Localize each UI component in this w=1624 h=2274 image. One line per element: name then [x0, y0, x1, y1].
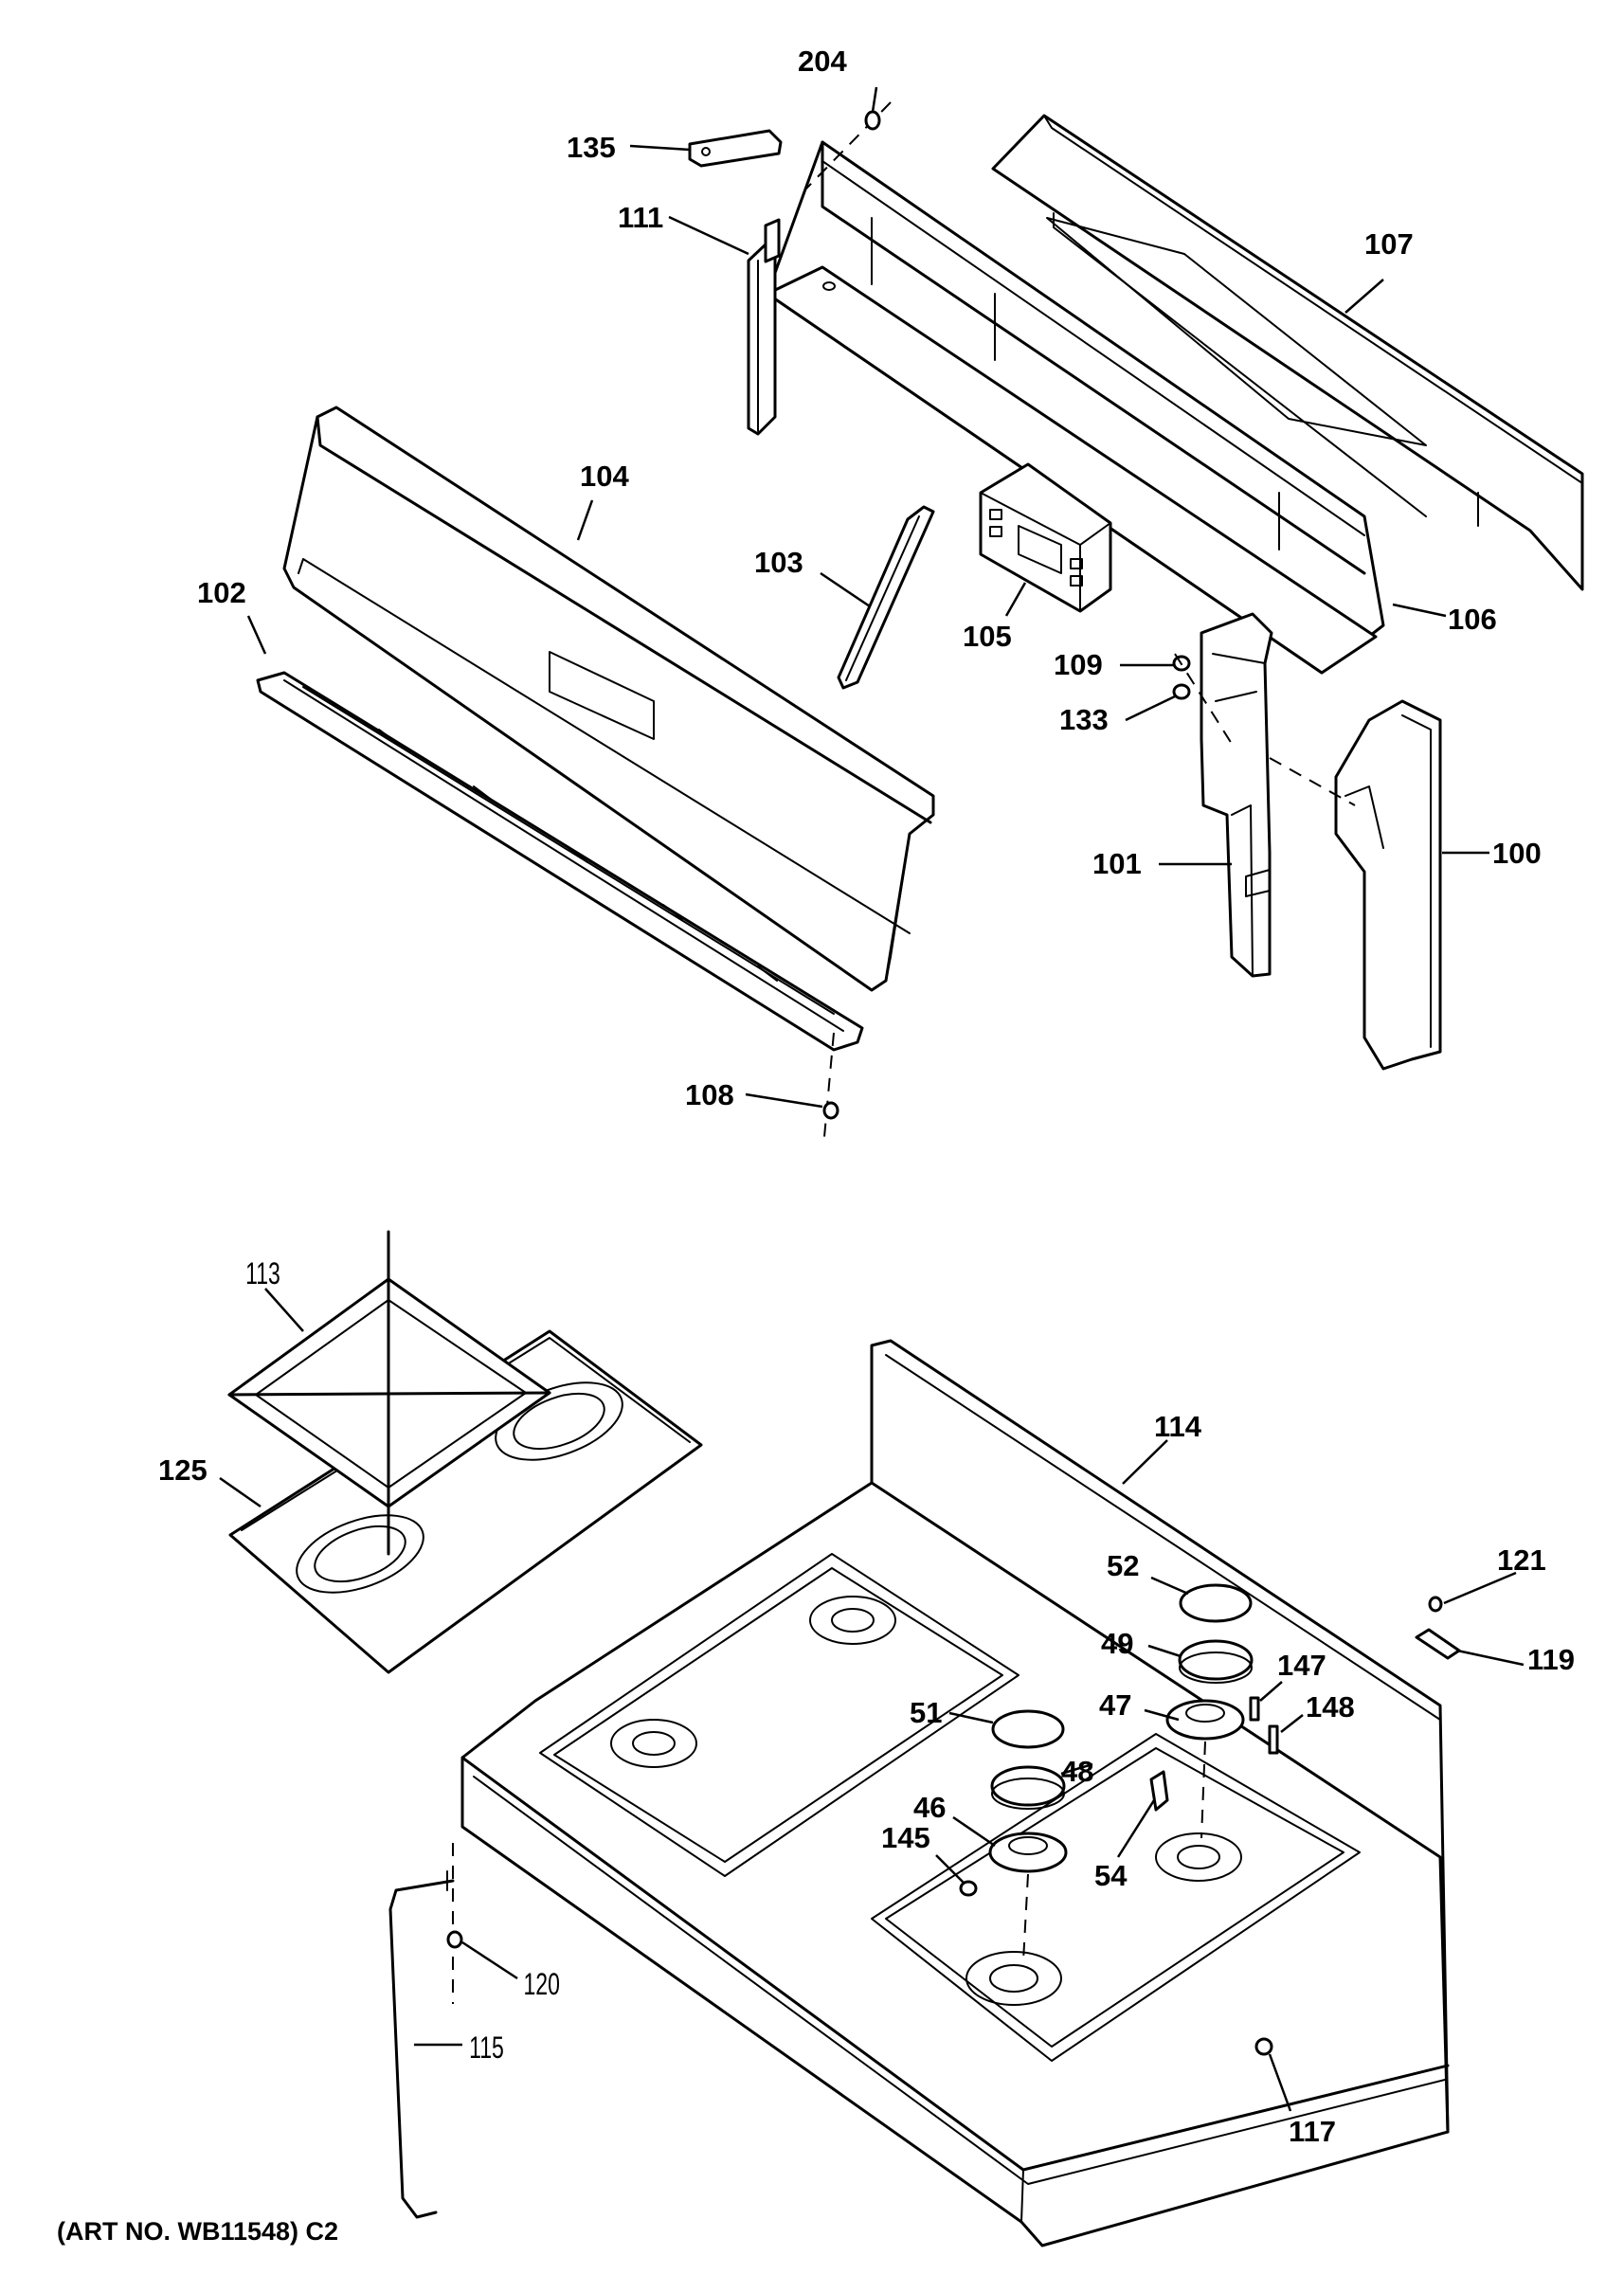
label-54: 54 — [1094, 1859, 1128, 1892]
label-105: 105 — [963, 620, 1012, 653]
part-104-panel — [282, 406, 935, 992]
art-number: (ART NO. WB11548) C2 — [57, 2217, 339, 2246]
label-135: 135 — [567, 131, 616, 164]
leader-lines — [219, 86, 1525, 2112]
part-117-nut — [1254, 2037, 1273, 2056]
label-145: 145 — [881, 1821, 930, 1854]
label-111: 111 — [618, 201, 663, 234]
part-48-head — [990, 1765, 1066, 1810]
part-54-electrode — [1149, 1770, 1169, 1812]
label-107: 107 — [1364, 227, 1414, 261]
label-117: 117 — [1289, 2115, 1336, 2148]
part-115-rod — [388, 1870, 455, 2219]
label-108: 108 — [685, 1078, 734, 1111]
label-51: 51 — [910, 1696, 942, 1729]
label-119: 119 — [1527, 1643, 1575, 1676]
part-108-screw — [822, 1032, 839, 1138]
part-204-screw — [804, 101, 892, 190]
part-133-nut — [1172, 653, 1233, 745]
part-113-grate — [227, 1230, 551, 1556]
label-46: 46 — [913, 1791, 946, 1824]
label-49: 49 — [1101, 1627, 1133, 1660]
label-133: 133 — [1059, 703, 1109, 736]
label-113: 113 — [245, 1256, 280, 1290]
label-148: 148 — [1306, 1690, 1355, 1724]
label-120: 120 — [523, 1967, 559, 2001]
label-47: 47 — [1099, 1688, 1131, 1722]
label-101: 101 — [1092, 847, 1142, 880]
part-105-clock — [979, 462, 1112, 613]
part-101-bracket — [1200, 612, 1273, 978]
part-51-cap — [991, 1709, 1065, 1749]
part-47-head — [1165, 1699, 1245, 1839]
label-114: 114 — [1154, 1410, 1202, 1443]
callout-labels: 204 135 111 107 104 102 103 105 106 109 … — [158, 45, 1575, 2148]
part-107-trim — [991, 114, 1584, 591]
part-111-bracket — [747, 218, 781, 436]
label-100: 100 — [1492, 837, 1542, 870]
part-148-screw — [1268, 1724, 1279, 1755]
label-109: 109 — [1054, 648, 1103, 681]
part-46-head — [988, 1832, 1068, 1962]
label-121: 121 — [1497, 1543, 1546, 1577]
part-103-brace — [837, 505, 935, 690]
part-120-screw — [446, 1843, 463, 2004]
part-49-head — [1178, 1639, 1254, 1684]
part-147-screw — [1249, 1696, 1260, 1722]
part-106-backsplash — [766, 140, 1385, 675]
part-52-cap — [1179, 1583, 1253, 1623]
label-103: 103 — [754, 546, 803, 579]
part-119-bracket — [1415, 1628, 1461, 1660]
label-204: 204 — [798, 45, 847, 78]
label-125: 125 — [158, 1453, 208, 1487]
part-114-cooktop — [460, 1339, 1450, 2247]
part-121-screw — [1428, 1596, 1443, 1613]
label-48: 48 — [1061, 1755, 1093, 1788]
label-104: 104 — [580, 460, 629, 493]
label-115: 115 — [469, 2030, 504, 2065]
part-145-clip — [959, 1880, 978, 1897]
part-102-trim — [256, 671, 864, 1052]
label-52: 52 — [1107, 1549, 1139, 1582]
label-106: 106 — [1448, 603, 1497, 636]
part-135-clip — [688, 129, 783, 168]
label-102: 102 — [197, 576, 246, 609]
part-100-sidepanel — [1269, 699, 1442, 1071]
label-147: 147 — [1277, 1649, 1326, 1682]
